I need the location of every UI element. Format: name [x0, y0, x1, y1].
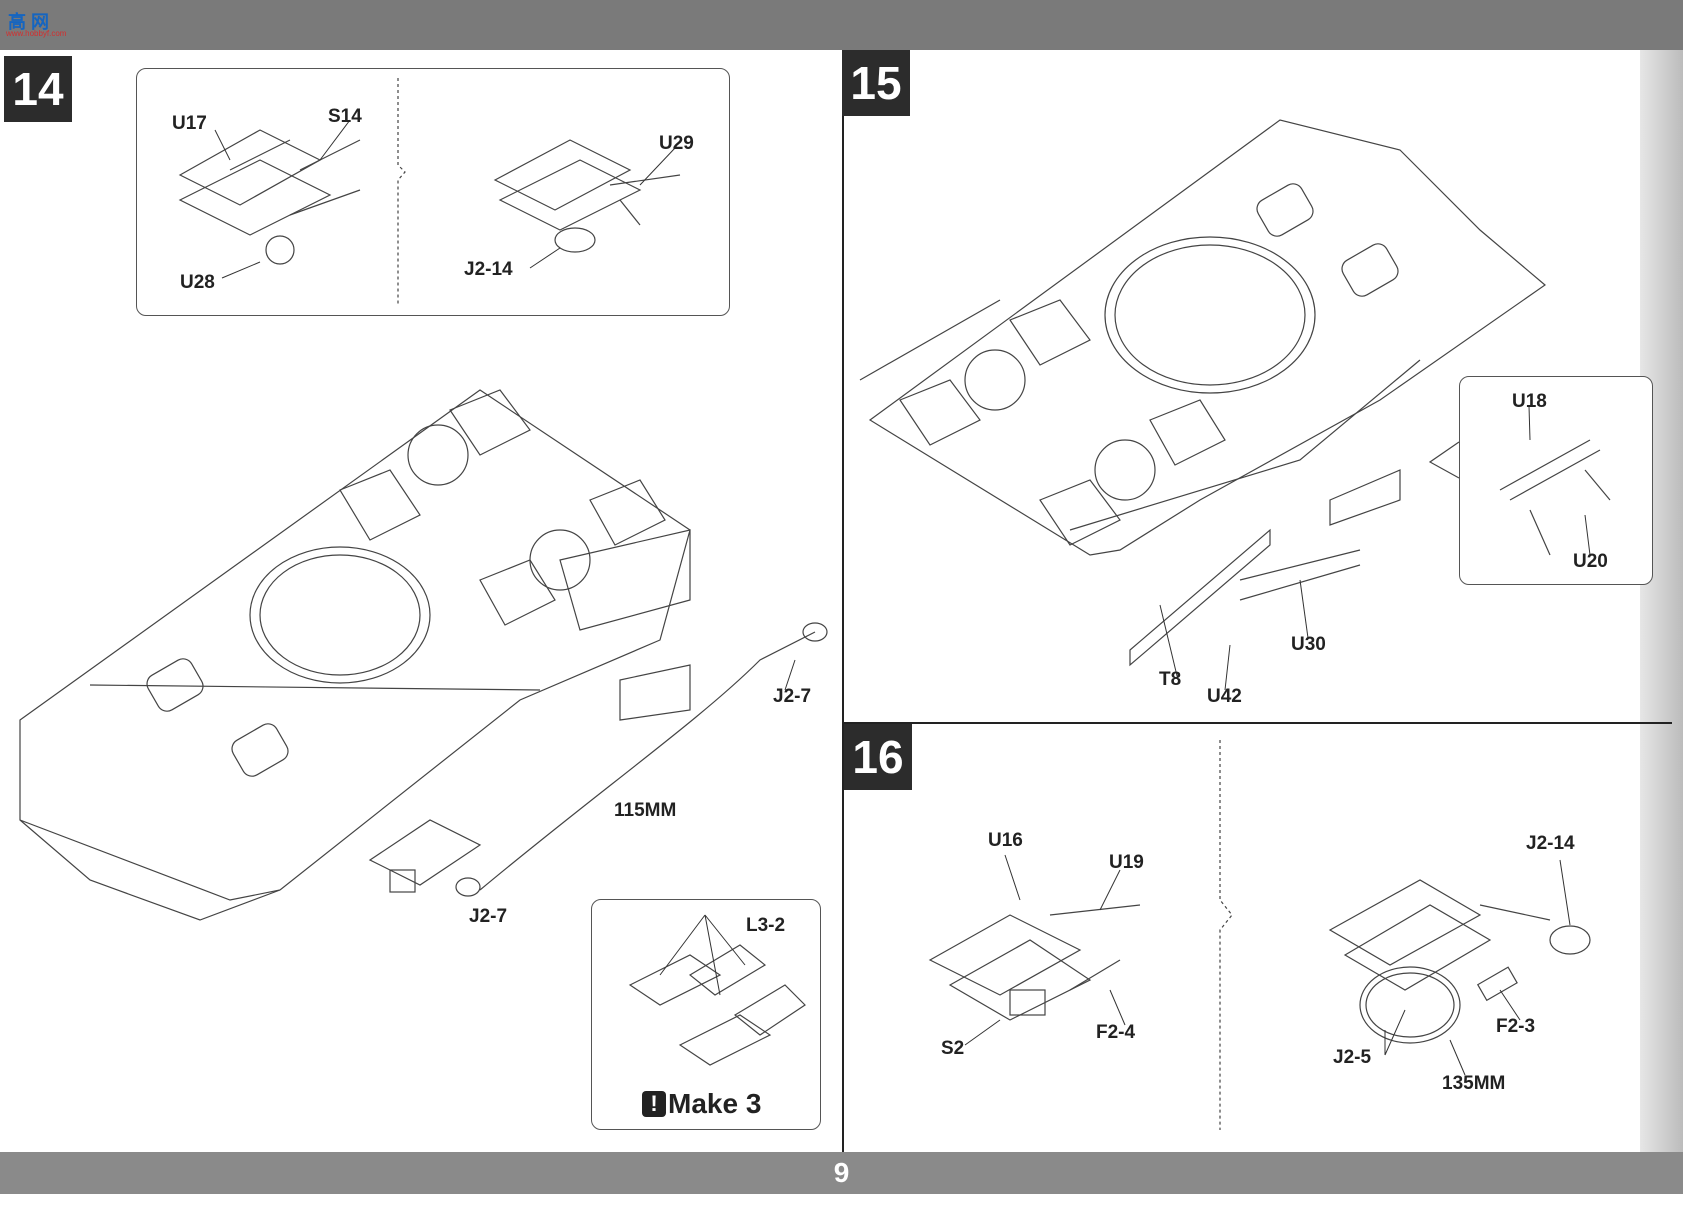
label-s14: S14	[328, 106, 362, 127]
bracket-u29	[493, 139, 681, 253]
cable-eye-bottom	[455, 877, 481, 897]
step-14-number: 14	[4, 56, 72, 122]
label-u18: U18	[1512, 391, 1547, 412]
hull-top-step14	[19, 389, 691, 921]
label-u17: U17	[172, 113, 207, 134]
label-u20: U20	[1573, 551, 1608, 572]
label-j2-14-step16: J2-14	[1526, 833, 1575, 854]
label-u28: U28	[180, 272, 215, 293]
label-s2: S2	[941, 1038, 965, 1059]
track-links-detail	[628, 944, 806, 1066]
step-15-number: 15	[842, 50, 910, 116]
fender-t8	[1129, 528, 1271, 667]
watermark-url: www.hobbyf.com	[6, 29, 67, 38]
label-f2-3: F2-3	[1496, 1016, 1536, 1037]
page-binding-edge	[1640, 50, 1683, 1152]
label-cable-135mm: 135MM	[1442, 1073, 1506, 1094]
label-j2-7-right: J2-7	[773, 686, 812, 707]
dashed-separator	[397, 78, 406, 305]
label-u42: U42	[1207, 686, 1242, 707]
step-14-track-box	[591, 899, 821, 1130]
label-f2-4: F2-4	[1096, 1022, 1136, 1043]
label-cable-115mm: 115MM	[614, 800, 677, 821]
bracket-assembly-u16	[928, 904, 1141, 1021]
exclamation-icon: !	[642, 1091, 666, 1117]
column-divider	[842, 50, 844, 1152]
hull-top-step15	[859, 119, 1546, 556]
label-l3-2: L3-2	[746, 915, 786, 936]
row-divider	[842, 722, 1672, 724]
bottom-bar	[0, 1152, 1683, 1194]
label-t8: T8	[1159, 669, 1182, 690]
bracket-assembly-j2-14	[1328, 879, 1591, 1002]
watermark-text: 高 网	[8, 12, 50, 32]
step-15-detail-box	[1459, 376, 1653, 585]
top-bar	[0, 0, 1683, 50]
tow-cable-135mm	[1359, 966, 1461, 1044]
bracket-u17	[178, 129, 361, 265]
tow-cable-115mm	[479, 631, 816, 891]
label-u29: U29	[659, 133, 694, 154]
label-u16: U16	[988, 830, 1023, 851]
bracket-u18-u20	[1499, 439, 1611, 556]
bracket-rear-step14	[368, 819, 482, 893]
step-14-subassembly-box	[136, 68, 730, 316]
callout-pointer	[1428, 441, 1460, 479]
label-u19: U19	[1109, 852, 1144, 873]
label-j2-7-bottom: J2-7	[469, 906, 508, 927]
dashed-separator	[1219, 740, 1233, 1130]
track-links-step14	[559, 529, 691, 721]
label-u30: U30	[1291, 634, 1326, 655]
step-16-number: 16	[844, 724, 912, 790]
label-j2-14: J2-14	[464, 259, 513, 280]
page-number: 9	[833, 1157, 850, 1188]
cable-eye-top	[802, 622, 828, 642]
label-j2-5: J2-5	[1333, 1047, 1372, 1068]
make-note: !Make 3	[642, 1088, 761, 1120]
